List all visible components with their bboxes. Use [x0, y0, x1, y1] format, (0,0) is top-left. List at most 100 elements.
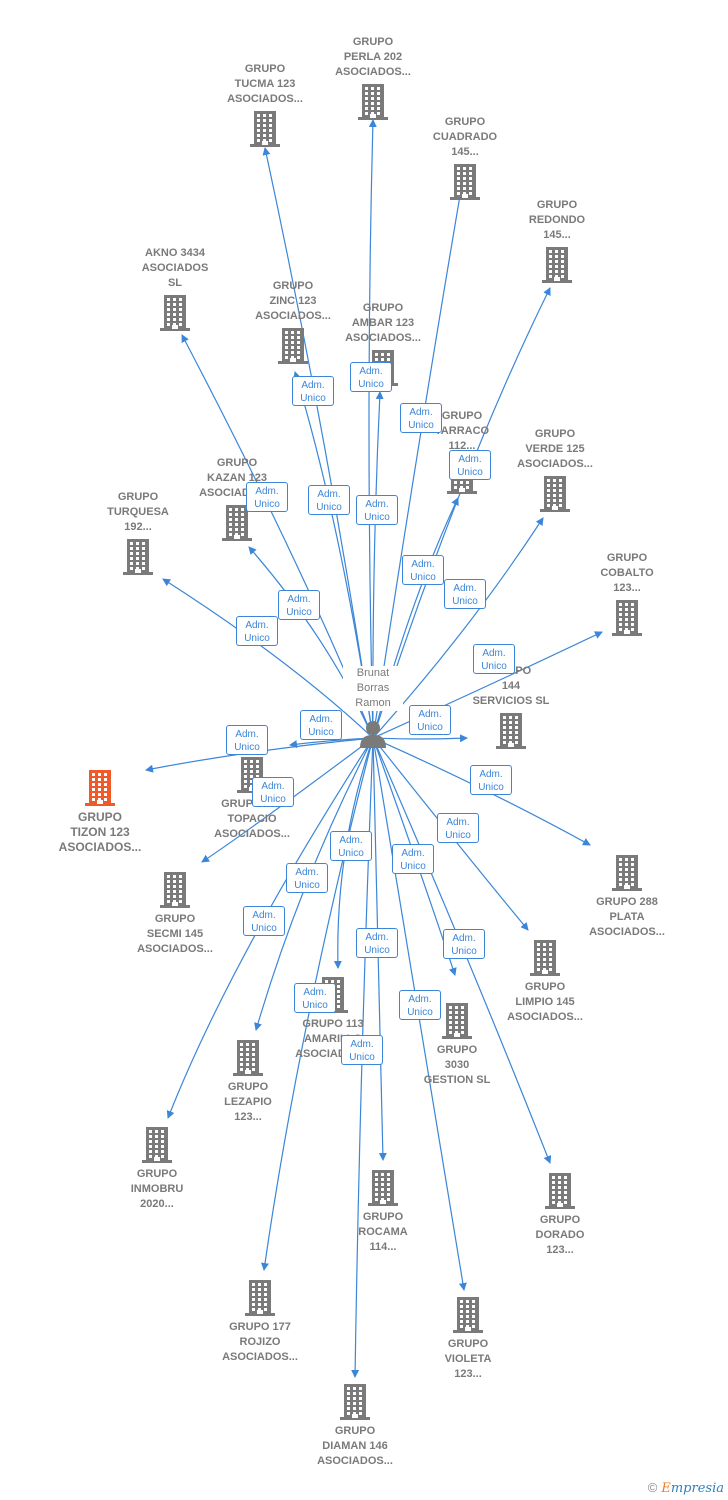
copyright-icon: ©: [647, 1480, 658, 1495]
company-node[interactable]: GRUPO 3030 GESTION SL: [402, 1003, 512, 1088]
brand-name: mpresia: [670, 1481, 724, 1496]
role-label-n25[interactable]: Adm. Unico: [399, 990, 441, 1020]
company-node[interactable]: GRUPO 144 SERVICIOS SL: [456, 664, 566, 749]
company-node[interactable]: AKNO 3434 ASOCIADOS SL: [120, 246, 230, 331]
building-icon: [612, 600, 642, 636]
company-node[interactable]: GRUPO PERLA 202 ASOCIADOS...: [318, 35, 428, 120]
role-label-n16[interactable]: Adm. Unico: [252, 777, 294, 807]
company-name: GRUPO LEZAPIO 123...: [224, 1081, 272, 1123]
company-node[interactable]: GRUPO SECMI 145 ASOCIADOS...: [120, 872, 230, 957]
building-icon: [442, 1003, 472, 1039]
company-node[interactable]: GRUPO 288 PLATA ASOCIADOS...: [572, 855, 682, 940]
role-label-n22[interactable]: Adm. Unico: [356, 928, 398, 958]
company-node[interactable]: GRUPO REDONDO 145...: [502, 198, 612, 283]
role-label-n15[interactable]: Adm. Unico: [470, 765, 512, 795]
edge-n16: [201, 737, 374, 863]
person-icon: [360, 721, 386, 748]
edge-n17: [372, 737, 529, 931]
edge-n21: [166, 737, 374, 1119]
role-label-n9[interactable]: Adm. Unico: [278, 590, 320, 620]
company-name: GRUPO SECMI 145 ASOCIADOS...: [137, 913, 213, 955]
brand-initial: E: [661, 1481, 671, 1496]
building-icon: [545, 1173, 575, 1209]
building-icon: [123, 539, 153, 575]
company-node[interactable]: GRUPO TIZON 123 ASOCIADOS...: [45, 770, 155, 855]
role-label-n5[interactable]: Adm. Unico: [308, 485, 350, 515]
company-node[interactable]: GRUPO 177 ROJIZO ASOCIADOS...: [205, 1280, 315, 1365]
company-name: AKNO 3434 ASOCIADOS SL: [141, 247, 209, 289]
company-name: GRUPO TUCMA 123 ASOCIADOS...: [227, 63, 303, 105]
edge-n1: [262, 147, 374, 739]
role-label-n21[interactable]: Adm. Unico: [243, 906, 285, 936]
company-name: GRUPO VIOLETA 123...: [444, 1338, 492, 1380]
role-label-n20[interactable]: Adm. Unico: [286, 863, 328, 893]
company-name: GRUPO PERLA 202 ASOCIADOS...: [335, 36, 411, 78]
company-node[interactable]: GRUPO VIOLETA 123...: [413, 1297, 523, 1382]
company-name: GRUPO 177 ROJIZO ASOCIADOS...: [222, 1321, 298, 1363]
building-icon: [340, 1384, 370, 1420]
building-icon: [160, 872, 190, 908]
company-node[interactable]: GRUPO LIMPIO 145 ASOCIADOS...: [490, 940, 600, 1025]
company-name: GRUPO DIAMAN 146 ASOCIADOS...: [317, 1425, 393, 1467]
role-label-n18[interactable]: Adm. Unico: [330, 831, 372, 861]
building-icon: [278, 328, 308, 364]
role-label-n23[interactable]: Adm. Unico: [443, 929, 485, 959]
company-name: GRUPO TIZON 123 ASOCIADOS...: [58, 810, 142, 854]
person-name: Brunat Borras Ramon: [343, 666, 403, 711]
role-label-n13[interactable]: Adm. Unico: [226, 725, 268, 755]
building-icon: [245, 1280, 275, 1316]
company-name: GRUPO REDONDO 145...: [528, 199, 586, 241]
center-person-node[interactable]: Brunat Borras Ramon: [343, 666, 403, 749]
company-name: GRUPO LIMPIO 145 ASOCIADOS...: [507, 981, 583, 1023]
role-label-n1[interactable]: Adm. Unico: [292, 376, 334, 406]
role-label-n3[interactable]: Adm. Unico: [449, 450, 491, 480]
role-label-n6[interactable]: Adm. Unico: [356, 495, 398, 525]
company-node[interactable]: GRUPO LEZAPIO 123...: [193, 1040, 303, 1125]
company-node[interactable]: GRUPO TURQUESA 192...: [83, 490, 193, 575]
company-node[interactable]: GRUPO VERDE 125 ASOCIADOS...: [500, 427, 610, 512]
building-icon: [85, 770, 115, 806]
company-node[interactable]: GRUPO INMOBRU 2020...: [102, 1127, 212, 1212]
building-icon: [233, 1040, 263, 1076]
company-node[interactable]: GRUPO COBALTO 123...: [572, 551, 682, 636]
company-node[interactable]: GRUPO ROCAMA 114...: [328, 1170, 438, 1255]
building-icon: [453, 1297, 483, 1333]
company-name: GRUPO AMBAR 123 ASOCIADOS...: [345, 302, 421, 344]
edge-n9: [248, 546, 374, 739]
role-label-n4[interactable]: Adm. Unico: [246, 482, 288, 512]
company-node[interactable]: GRUPO DORADO 123...: [505, 1173, 615, 1258]
edge-n0: [368, 119, 377, 739]
edge-n2: [372, 177, 466, 739]
building-icon: [542, 247, 572, 283]
building-icon: [530, 940, 560, 976]
footer-brand: ©Empresia: [648, 1480, 724, 1496]
company-name: GRUPO TARRACO 112...: [434, 410, 490, 452]
role-label-n24[interactable]: Adm. Unico: [294, 983, 336, 1013]
building-icon: [612, 855, 642, 891]
company-node[interactable]: GRUPO ZINC 123 ASOCIADOS...: [238, 279, 348, 364]
company-node[interactable]: GRUPO CUADRADO 145...: [410, 115, 520, 200]
role-label-n0[interactable]: Adm. Unico: [350, 362, 392, 392]
role-label-n11[interactable]: Adm. Unico: [473, 644, 515, 674]
company-name: GRUPO ROCAMA 114...: [358, 1211, 408, 1253]
role-label-n12[interactable]: Adm. Unico: [409, 705, 451, 735]
role-label-n17[interactable]: Adm. Unico: [437, 813, 479, 843]
building-icon: [540, 476, 570, 512]
role-label-n2[interactable]: Adm. Unico: [400, 403, 442, 433]
company-name: GRUPO COBALTO 123...: [600, 552, 654, 594]
company-name: GRUPO 3030 GESTION SL: [423, 1044, 491, 1086]
company-name: GRUPO VERDE 125 ASOCIADOS...: [517, 428, 593, 470]
edge-n10: [162, 578, 374, 739]
building-icon: [160, 295, 190, 331]
role-label-n8[interactable]: Adm. Unico: [444, 579, 486, 609]
company-node[interactable]: GRUPO TUCMA 123 ASOCIADOS...: [210, 62, 320, 147]
role-label-n10[interactable]: Adm. Unico: [236, 616, 278, 646]
role-label-n19[interactable]: Adm. Unico: [392, 844, 434, 874]
role-label-n26[interactable]: Adm. Unico: [341, 1035, 383, 1065]
company-node[interactable]: GRUPO DIAMAN 146 ASOCIADOS...: [300, 1384, 410, 1469]
role-label-n14[interactable]: Adm. Unico: [300, 710, 342, 740]
company-name: GRUPO ZINC 123 ASOCIADOS...: [255, 280, 331, 322]
building-icon: [142, 1127, 172, 1163]
role-label-n7[interactable]: Adm. Unico: [402, 555, 444, 585]
